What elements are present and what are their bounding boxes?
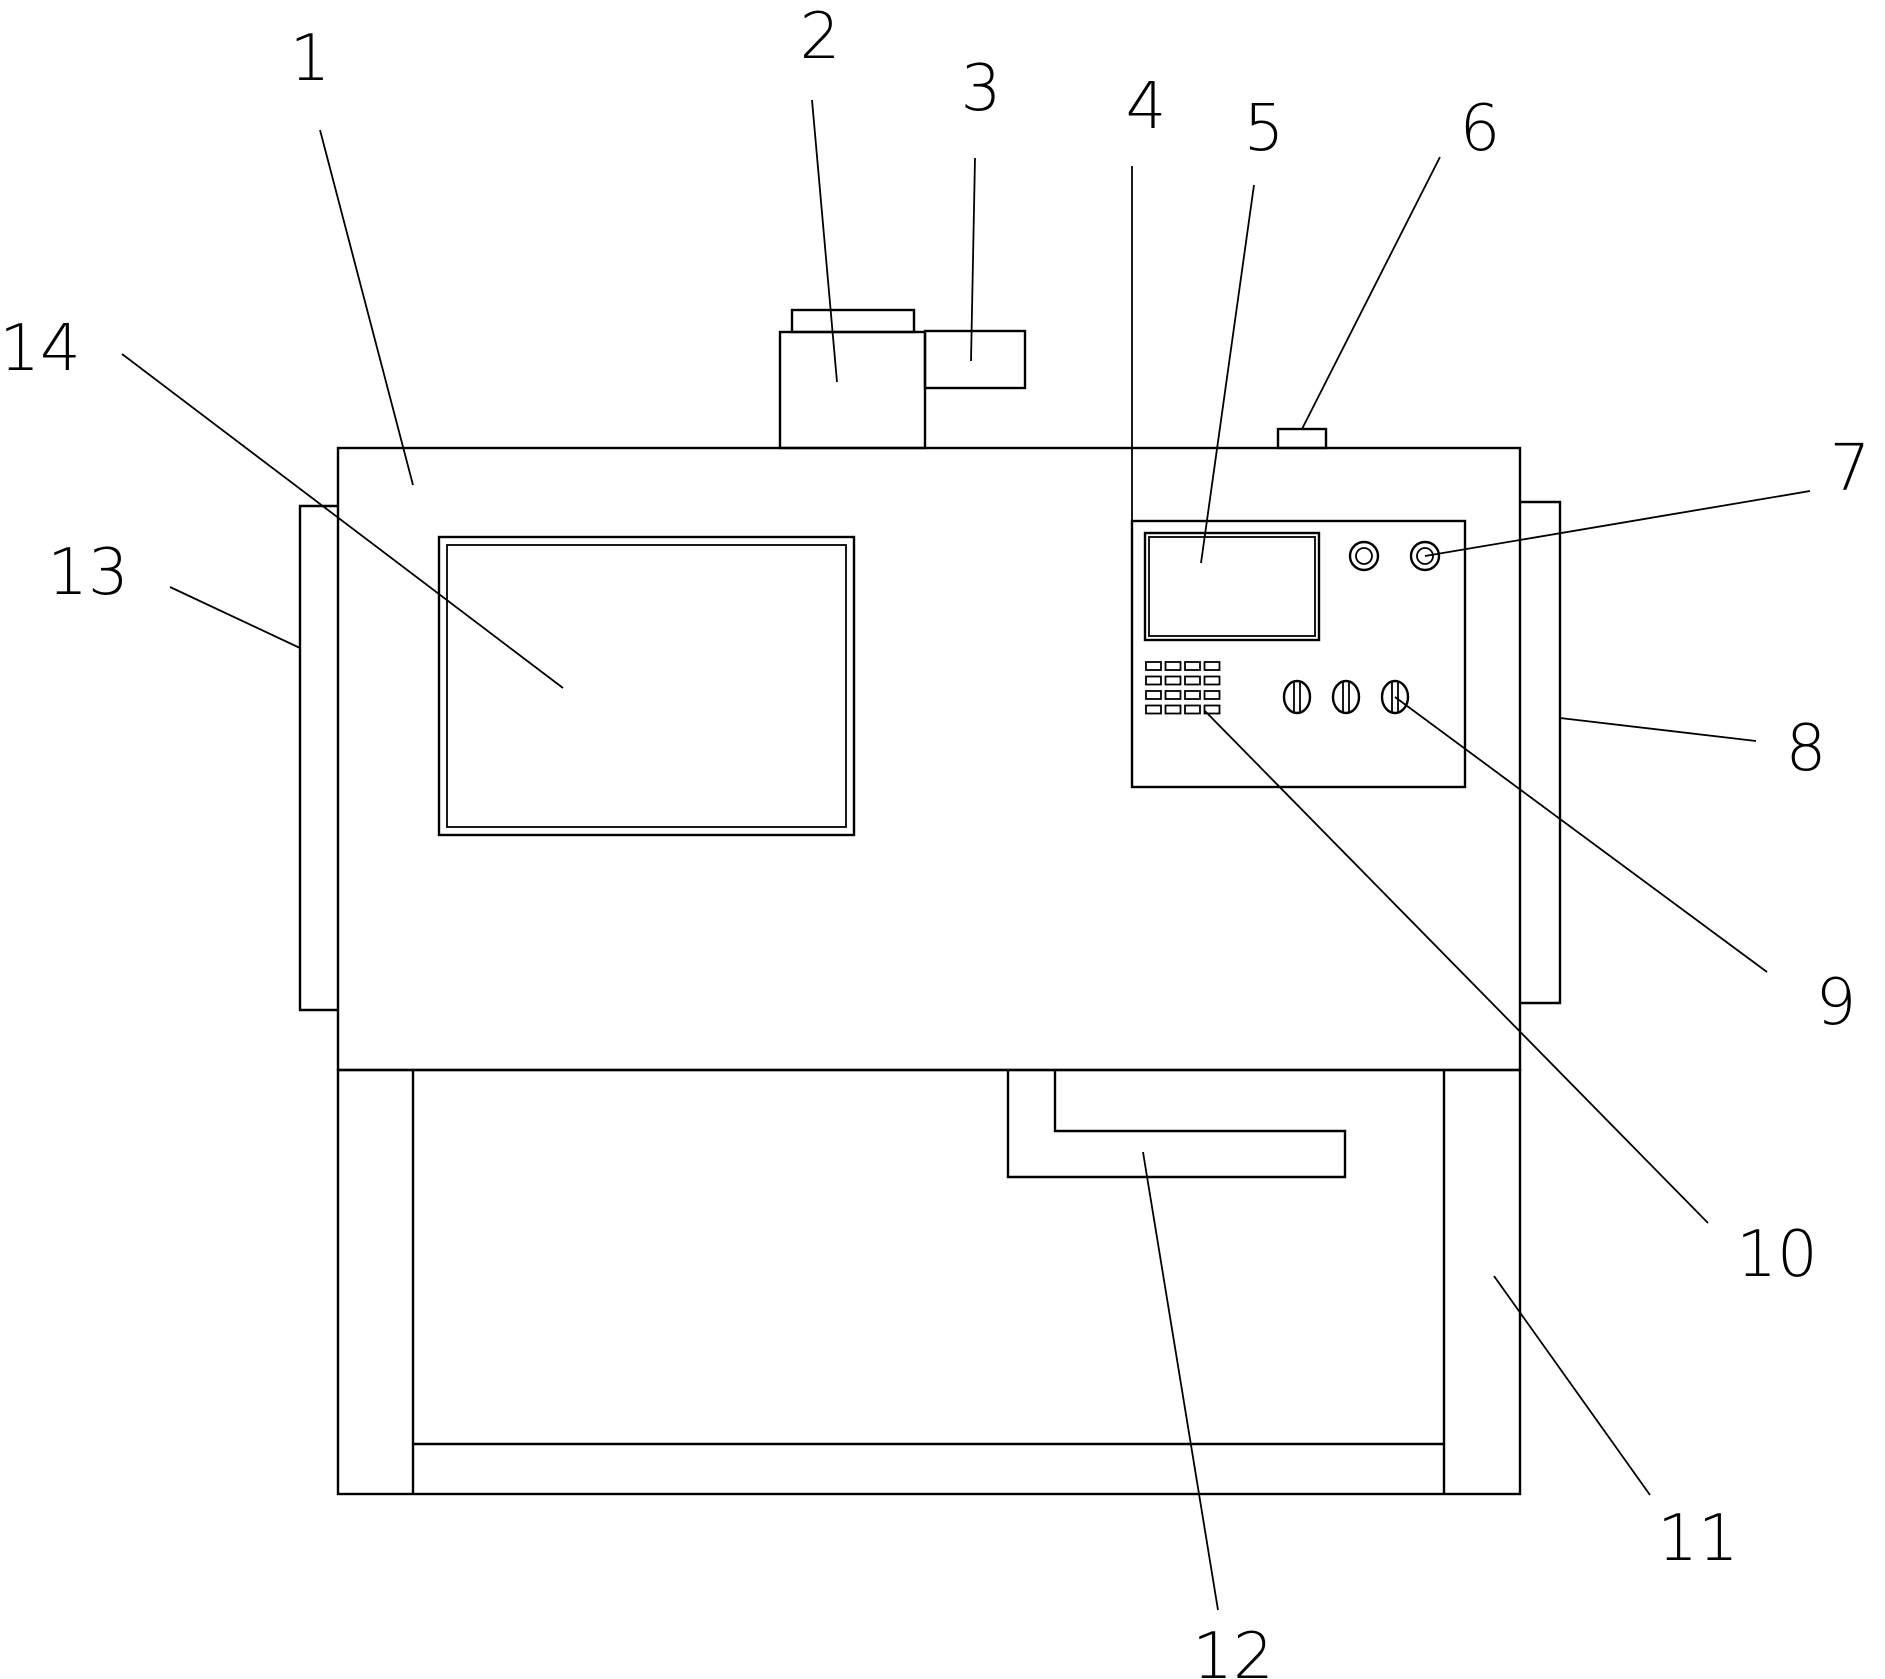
keypad-key [1184, 704, 1201, 715]
leader-8 [1559, 717, 1757, 742]
keypad-key [1145, 690, 1162, 700]
knob [1331, 679, 1361, 715]
label-5: 5 [1244, 92, 1285, 166]
observation-window [437, 535, 856, 837]
keypad [1145, 661, 1221, 715]
label-14: 14 [0, 312, 81, 386]
right-side-panel [1520, 500, 1562, 1005]
leader-9 [1394, 696, 1768, 973]
control-panel [1130, 519, 1467, 789]
leader-11 [1493, 1275, 1651, 1496]
top-button [1276, 427, 1328, 450]
keypad-key [1164, 675, 1182, 686]
label-13: 13 [47, 536, 128, 610]
keypad-key [1184, 661, 1201, 671]
leader-6 [1301, 156, 1441, 430]
leader-2 [811, 99, 838, 383]
leader-7 [1424, 490, 1811, 557]
leader-13 [169, 586, 301, 649]
lower-frame [336, 1068, 1522, 1496]
label-7: 7 [1830, 432, 1871, 506]
keypad-key [1145, 661, 1162, 671]
label-4: 4 [1126, 70, 1167, 144]
pipe [1006, 1070, 1347, 1179]
label-3: 3 [961, 52, 1002, 126]
label-6: 6 [1460, 92, 1501, 166]
motor-side-box [923, 329, 1027, 390]
rotary-knobs [1282, 679, 1410, 715]
keypad-key [1184, 690, 1201, 700]
label-12: 12 [1192, 1620, 1273, 1679]
leader-14 [121, 353, 564, 689]
top-motor [778, 308, 927, 450]
keypad-key [1145, 675, 1162, 686]
keypad-key [1145, 704, 1162, 715]
keypad-key [1164, 704, 1182, 715]
keypad-key [1203, 690, 1221, 700]
leader-1 [319, 129, 414, 486]
keypad-key [1164, 661, 1182, 671]
leader-5 [1200, 184, 1255, 564]
display-screen [1143, 531, 1321, 642]
keypad-key [1203, 661, 1221, 671]
leader-10 [1204, 710, 1709, 1224]
indicator-lights [1348, 540, 1441, 572]
label-10: 10 [1736, 1218, 1817, 1292]
label-8: 8 [1786, 712, 1827, 786]
keypad-key [1184, 675, 1201, 686]
keypad-key [1164, 690, 1182, 700]
label-9: 9 [1816, 966, 1857, 1040]
label-2: 2 [800, 0, 841, 74]
cabinet-body [336, 446, 1522, 1072]
leader-3 [970, 157, 976, 362]
keypad-key [1203, 704, 1221, 715]
label-1: 1 [290, 22, 331, 96]
label-11: 11 [1657, 1502, 1738, 1576]
knob [1380, 679, 1410, 715]
leader-12 [1142, 1151, 1219, 1611]
keypad-key [1203, 675, 1221, 686]
left-side-panel [298, 504, 338, 1012]
knob [1282, 679, 1312, 715]
leader-lines [121, 99, 1811, 1611]
